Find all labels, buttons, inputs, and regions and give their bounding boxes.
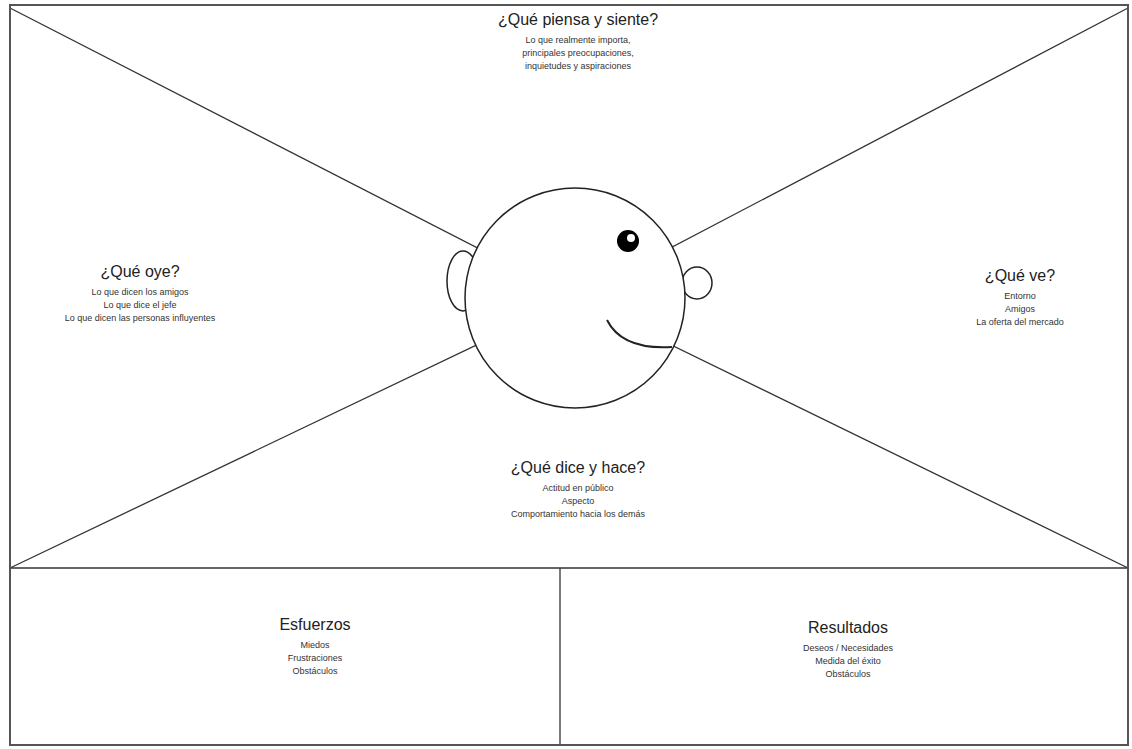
section-item: Medida del éxito bbox=[799, 655, 898, 668]
section-heading: Esfuerzos bbox=[275, 615, 355, 635]
section-item: Lo que dicen las personas influyentes bbox=[61, 312, 220, 325]
section-item: Frustraciones bbox=[275, 652, 355, 665]
eye-highlight bbox=[627, 234, 635, 242]
section-item: Deseos / Necesidades bbox=[799, 642, 898, 655]
frame-lines bbox=[10, 8, 1128, 745]
pains-box: EsfuerzosMiedosFrustracionesObstáculos bbox=[275, 615, 355, 678]
section-item: Lo que dice el jefe bbox=[61, 299, 220, 312]
hears-section: ¿Qué oye?Lo que dicen los amigosLo que d… bbox=[61, 262, 220, 325]
section-item: Aspecto bbox=[507, 495, 650, 508]
divider-line bbox=[10, 567, 1128, 568]
section-item: Actitud en público bbox=[507, 482, 650, 495]
section-heading: Resultados bbox=[799, 618, 898, 638]
section-heading: ¿Qué ve? bbox=[972, 266, 1068, 286]
section-item: Entorno bbox=[972, 290, 1068, 303]
section-item: Miedos bbox=[275, 639, 355, 652]
eye bbox=[617, 230, 639, 252]
says-does-section: ¿Qué dice y hace? Actitud en públicoAspec… bbox=[507, 458, 650, 521]
thinks-feels-section: ¿Qué piensa y siente? Lo que realmente im… bbox=[494, 10, 663, 73]
head-circle bbox=[465, 188, 685, 408]
sees-section: ¿Qué ve? EntornoAmigosLa oferta del merca… bbox=[972, 266, 1068, 329]
section-item: Lo que dicen los amigos bbox=[61, 286, 220, 299]
section-heading: ¿Qué piensa y siente? bbox=[494, 10, 663, 30]
outer-border bbox=[10, 5, 1128, 745]
section-item: Amigos bbox=[972, 303, 1068, 316]
section-item: Obstáculos bbox=[275, 665, 355, 678]
section-heading: ¿Qué dice y hace? bbox=[507, 458, 650, 478]
smile bbox=[607, 320, 672, 347]
right-ear bbox=[682, 267, 712, 299]
section-item: Obstáculos bbox=[799, 668, 898, 681]
gains-box: ResultadosDeseos / NecesidadesMedida del… bbox=[799, 618, 898, 681]
section-item: Comportamiento hacia los demás bbox=[507, 508, 650, 521]
head-illustration bbox=[447, 188, 712, 408]
section-item: Lo que realmente importa, principales pr… bbox=[508, 34, 648, 73]
section-heading: ¿Qué oye? bbox=[61, 262, 220, 282]
section-item: La oferta del mercado bbox=[972, 316, 1068, 329]
divider-line bbox=[559, 568, 560, 745]
